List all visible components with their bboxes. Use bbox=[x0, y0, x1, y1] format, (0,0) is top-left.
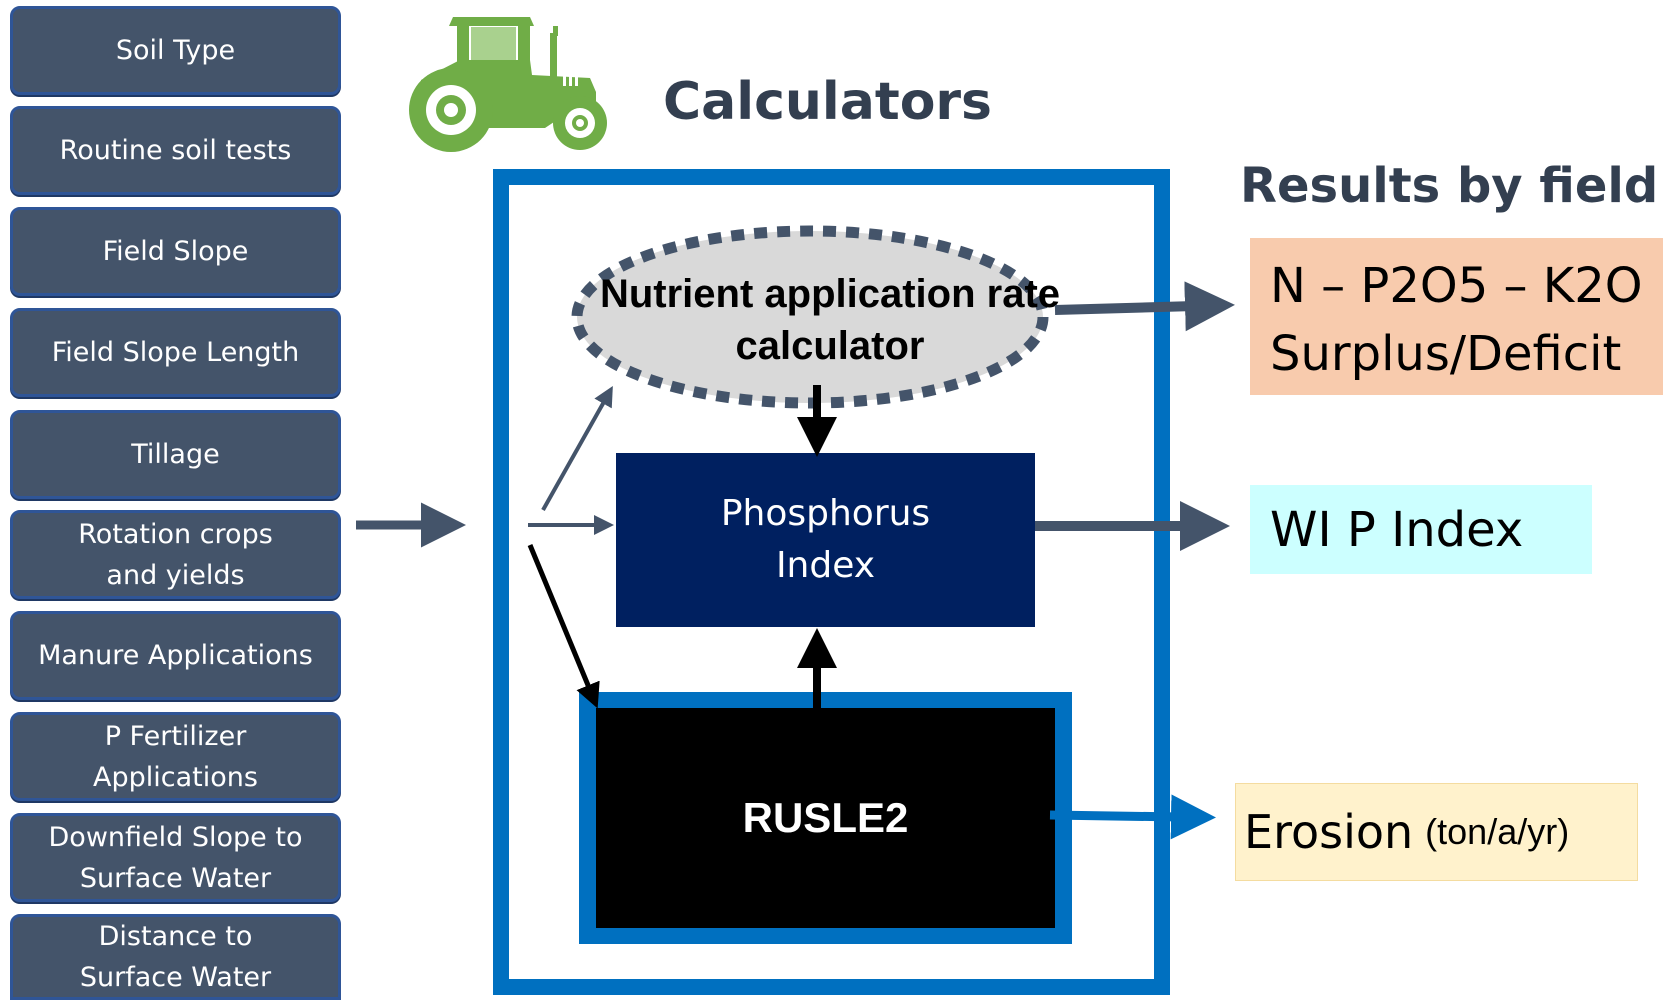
input-field-slope-length[interactable]: Field Slope Length bbox=[10, 308, 341, 397]
input-label: Tillage bbox=[131, 439, 220, 470]
input-label: P Fertilizer Applications bbox=[93, 720, 258, 793]
result-erosion-unit: (ton/a/yr) bbox=[1425, 811, 1570, 852]
input-label: Downfield Slope to Surface Water bbox=[48, 821, 303, 894]
result-npk-line1: N – P2O5 – K2O bbox=[1270, 258, 1643, 314]
result-wi-p-index-label: WI P Index bbox=[1270, 501, 1524, 558]
nutrient-calculator-label: Nutrient application rate calculator bbox=[599, 272, 1061, 368]
input-manure-applications[interactable]: Manure Applications bbox=[10, 611, 341, 700]
result-wi-p-index-box: WI P Index bbox=[1250, 485, 1592, 574]
results-title: Results by field bbox=[1240, 158, 1659, 214]
result-erosion-box: Erosion (ton/a/yr) bbox=[1235, 783, 1638, 881]
input-label: Soil Type bbox=[115, 35, 236, 66]
input-downfield-slope[interactable]: Downfield Slope to Surface Water bbox=[10, 813, 341, 902]
input-soil-type[interactable]: Soil Type bbox=[10, 6, 341, 95]
input-label: Field Slope Length bbox=[51, 337, 300, 368]
input-p-fertilizer[interactable]: P Fertilizer Applications bbox=[10, 712, 341, 801]
rusle2-box[interactable]: RUSLE2 bbox=[596, 708, 1055, 928]
result-npk-box: N – P2O5 – K2O Surplus/Deficit bbox=[1250, 238, 1663, 395]
input-label: Distance to Surface Water bbox=[79, 921, 272, 993]
result-npk-line2: Surplus/Deficit bbox=[1270, 326, 1622, 382]
input-label: Field Slope bbox=[102, 236, 249, 267]
input-rotation-crops[interactable]: Rotation crops and yields bbox=[10, 510, 341, 599]
input-distance-surface-water[interactable]: Distance to Surface Water bbox=[10, 914, 341, 1000]
input-routine-soil-tests[interactable]: Routine soil tests bbox=[10, 106, 341, 195]
input-label: Routine soil tests bbox=[59, 135, 292, 166]
input-label: Rotation crops and yields bbox=[78, 518, 273, 591]
phosphorus-index-box[interactable]: Phosphorus Index bbox=[616, 453, 1035, 627]
input-tillage[interactable]: Tillage bbox=[10, 410, 341, 499]
rusle2-label: RUSLE2 bbox=[742, 794, 909, 841]
input-label: Manure Applications bbox=[38, 640, 313, 671]
result-erosion-label: Erosion bbox=[1244, 805, 1414, 859]
calculators-title: Calculators bbox=[663, 72, 993, 132]
phosphorus-index-label: Phosphorus Index bbox=[720, 493, 931, 586]
input-field-slope[interactable]: Field Slope bbox=[10, 207, 341, 296]
